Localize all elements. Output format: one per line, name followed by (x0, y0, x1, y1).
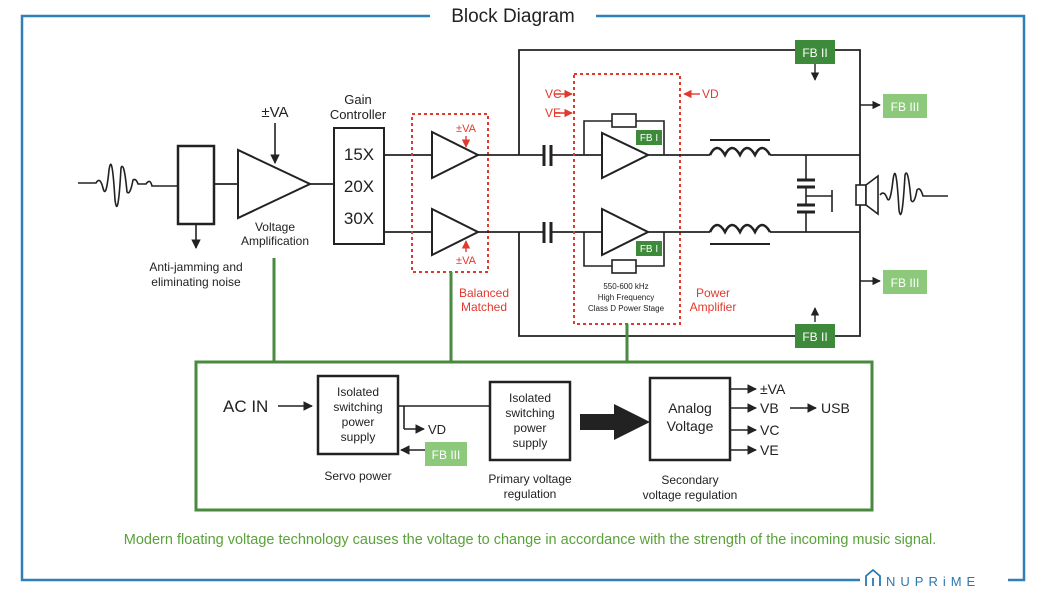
power-amp-top (601, 131, 651, 180)
balanced-va-bottom: ±VA (456, 255, 477, 267)
output-filter-capacitors (797, 155, 833, 232)
servo-box-text: switching (333, 400, 382, 414)
gain-step: 15X (344, 145, 374, 164)
balanced-amp-top (431, 130, 481, 180)
va-supply-label: ±VA (261, 104, 288, 121)
gain-controller-block (333, 127, 385, 245)
servo-box-text: supply (341, 430, 376, 444)
fb2-top-label: FB II (802, 46, 827, 60)
gain-step: 20X (344, 177, 374, 196)
psu-output-label: VB (760, 400, 779, 416)
feedback-resistor-bottom (611, 259, 637, 274)
fb3-top-badge (883, 94, 927, 118)
gain-title-2: Controller (330, 107, 387, 122)
filter-label: Anti-jamming and (149, 260, 242, 274)
balanced-amp-bottom (431, 207, 481, 257)
voltage-amp-label-2: Amplification (241, 234, 309, 248)
primary-box-text: power (514, 421, 547, 435)
power-amp-label: Power (696, 286, 730, 300)
noise-filter-block (176, 144, 216, 226)
caption: Modern floating voltage technology cause… (124, 532, 937, 548)
primary-label: Primary voltage (488, 472, 572, 486)
primary-psu-block (488, 380, 572, 462)
servo-box-text: Isolated (337, 385, 379, 399)
input-waveform (78, 163, 178, 208)
coupling-capacitor-top (542, 145, 553, 166)
fb2-bottom-label: FB II (802, 330, 827, 344)
gain-title: Gain (344, 92, 371, 107)
servo-fb3-badge (425, 442, 467, 466)
outer-frame (20, 14, 1026, 582)
psu-output-label: ±VA (760, 381, 786, 397)
balanced-va-top: ±VA (456, 123, 477, 135)
power-supply-section (194, 360, 874, 512)
nuprime-logo-icon (865, 568, 881, 586)
secondary-label: Secondary (661, 473, 718, 487)
analog-voltage-block (648, 376, 732, 462)
servo-box-text: power (342, 415, 375, 429)
servo-power-label: Servo power (324, 469, 391, 483)
filter-label-2: eliminating noise (151, 275, 241, 289)
fb3-bottom-badge (883, 270, 927, 294)
power-stage-desc-2: High Frequency (598, 293, 654, 302)
fb2-top-badge (795, 40, 835, 64)
balanced-matched-box (411, 113, 489, 273)
ve-label: VE (545, 106, 561, 120)
brand-name: NUPRiME (886, 574, 980, 589)
servo-vd-label: VD (428, 422, 446, 437)
servo-psu-block (316, 374, 400, 456)
analog-voltage-text: Analog (668, 400, 712, 416)
servo-fb3-label: FB III (432, 448, 461, 462)
primary-box-text: switching (505, 406, 554, 420)
feedback-resistor-top (611, 113, 637, 128)
fb3-top-label: FB III (891, 100, 920, 114)
feedback-loop-outline (518, 49, 861, 337)
vc-label: VC (545, 87, 562, 101)
fb3-bottom-label: FB III (891, 276, 920, 290)
coupling-capacitor-bottom (542, 222, 553, 243)
vd-label: VD (702, 87, 719, 101)
frame-title: Block Diagram (451, 6, 575, 27)
power-stage-desc-3: Class D Power Stage (588, 304, 665, 313)
power-amp-bottom (601, 207, 651, 257)
psu-output-label: VE (760, 442, 779, 458)
fb1-bottom-label: FB I (640, 244, 658, 255)
balanced-label-2: Matched (461, 300, 507, 314)
big-arrow-icon (580, 404, 650, 440)
output-waveform (879, 172, 948, 216)
usb-label: USB (821, 400, 850, 416)
psu-output-label: VC (760, 422, 779, 438)
primary-box-text: Isolated (509, 391, 551, 405)
balanced-label: Balanced (459, 286, 509, 300)
gain-step: 30X (344, 209, 374, 228)
primary-label-2: regulation (504, 487, 557, 501)
voltage-amp-label: Voltage (255, 220, 295, 234)
fb2-bottom-badge (795, 324, 835, 348)
analog-voltage-text-2: Voltage (667, 418, 714, 434)
power-stage-desc: 550-600 kHz (603, 282, 648, 291)
ac-in-label: AC IN (223, 397, 268, 416)
output-inductor-top (708, 139, 772, 158)
power-amp-label-2: Amplifier (690, 300, 737, 314)
speaker-icon (855, 174, 879, 216)
fb1-badge-top (636, 130, 662, 145)
voltage-amplifier (237, 148, 313, 220)
fb1-top-label: FB I (640, 133, 658, 144)
fb1-badge-bottom (636, 241, 662, 256)
primary-box-text: supply (513, 436, 548, 450)
secondary-label-2: voltage regulation (643, 488, 738, 502)
output-inductor-bottom (708, 223, 772, 245)
